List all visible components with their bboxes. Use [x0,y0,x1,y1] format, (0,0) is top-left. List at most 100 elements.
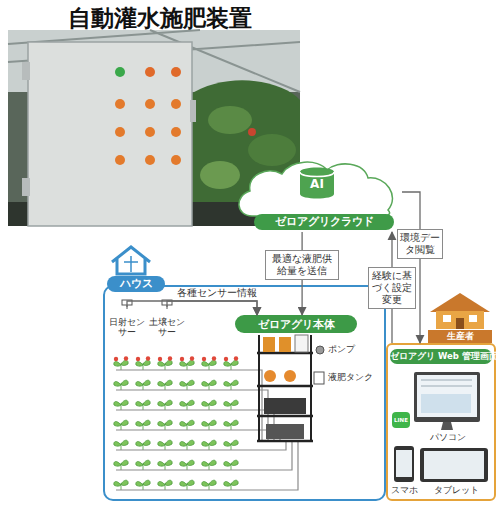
plant-row [110,376,242,390]
pump-unit [284,370,296,382]
plant-row-fill [110,476,242,490]
flow-label: 最適な液肥供給量を送信 [265,250,339,280]
ai-badge-text: AI [300,176,334,192]
producer-house-wall [436,311,484,329]
valve-block [264,398,306,414]
leaf-cluster [208,106,252,134]
plant-row-fill [110,416,242,430]
plant-row-fill [110,456,242,470]
line-app-icon [392,412,410,428]
water-tank [295,335,308,352]
flow-label: 環境データ閲覧 [397,229,443,259]
producer-house-roof [430,293,490,312]
switch-button [171,127,181,137]
database-rim [300,172,334,177]
cloud-name: ゼロアグリクラウド [254,214,394,230]
plant-row [110,356,242,370]
smartphone-screen [396,450,412,477]
pc-screen [417,375,477,417]
flow-label: 各種センサー情報 [177,287,257,299]
diagram-title: 自動灌水施肥装置 [68,3,252,34]
cabinet-latch [190,100,196,122]
house-door [456,318,464,329]
house-window [443,315,451,322]
cabinet-hinge [22,178,30,196]
plant-row-fill [110,396,242,410]
part-label: スマホ [391,485,418,496]
greenhouse-region: ハウス日射センサー土壌センサーゼロアグリ本体 [103,285,386,501]
cabinet-hinge [22,62,30,80]
pc-monitor [414,372,480,422]
ai-database-icon [300,168,334,199]
switch-button [145,155,155,165]
screen-chart [421,394,471,413]
flow-label: 経験に基づく設定変更 [368,267,416,309]
fruit-photo [248,128,256,136]
sensor-node: 日射センサー [109,307,145,339]
soil-sensor-icon [162,300,172,305]
filter-block [266,424,304,439]
pump-icon [316,346,324,354]
cloud-outline [239,162,393,216]
region-tab: ハウス [107,276,165,292]
control-cabinet [28,42,192,226]
plant-row-fill [110,436,242,450]
sensor-name: 日射センサー [109,317,145,337]
fertigation-rack [257,335,313,442]
switch-button [145,127,155,137]
data-flow-arrow [167,301,257,315]
sensor-post [167,305,168,309]
data-flow-arrow [127,301,257,315]
switch-button [115,127,125,137]
solar-sensor-icon [122,300,132,305]
plant-row-fill [110,356,242,370]
plant-row [110,476,242,490]
plant-row [110,416,242,430]
role-tab: 生産者 [428,330,492,343]
cloud-name-band [254,214,394,230]
switch-button [145,99,155,109]
plant-row [110,396,242,410]
rack-shelf [257,353,313,441]
plant-row [110,436,242,450]
indicator-lamp [145,67,155,77]
nutrient-tank [279,337,291,352]
plant-row-fill [110,376,242,390]
sensor-name: 土壌センサー [147,317,187,337]
screen-lines [421,380,472,386]
greenhouse-icon [112,247,150,274]
indicator-lamp [171,67,181,77]
main-unit-box: ゼロアグリ本体 [235,315,357,333]
part-label: ポンプ [328,344,355,355]
cloud-node: AI ゼロアグリクラウド [232,158,402,232]
unit-name: ゼロアグリ本体 [235,315,357,333]
plant-row [110,456,242,470]
app-name: LINE [392,414,410,426]
tablet-screen [424,451,484,479]
sensor-post [127,305,128,309]
greenhouse-frame [124,256,138,272]
house-window [469,315,477,322]
part-label: タブレット [434,485,479,496]
tablet-body [420,448,488,482]
switch-button [171,155,181,165]
leaf-cluster [200,161,240,189]
switch-button [171,99,181,109]
leaf-cluster [248,134,296,166]
connector-group [127,192,420,343]
switch-button [115,99,125,109]
tank-icon [314,372,324,384]
indicator-lamp [115,67,125,77]
part-label: 液肥タンク [328,372,373,383]
nutrient-tank [263,337,275,352]
monitor-stand [441,422,453,430]
switch-button [115,155,125,165]
rack-post [259,335,311,442]
panel-title: ゼロアグリ Web 管理画面 [390,349,492,364]
smartphone-body [394,446,414,482]
part-label: パソコン [430,432,466,443]
pump-unit [264,370,276,382]
